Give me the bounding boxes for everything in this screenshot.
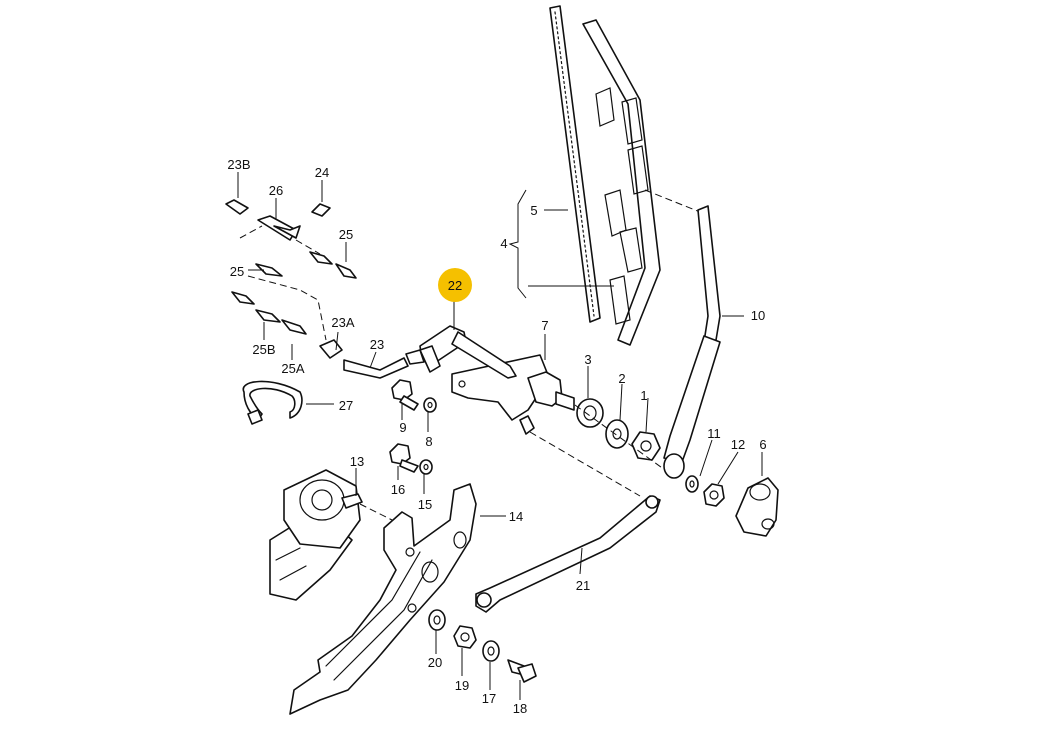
callout-21[interactable]: 21 <box>576 578 590 593</box>
callout-4[interactable]: 4 <box>500 236 507 251</box>
screw-16[interactable] <box>389 443 419 473</box>
motor-to-frame-dashed-line <box>359 503 393 521</box>
bolt-18[interactable] <box>507 659 537 683</box>
callout-23b[interactable]: 23B <box>227 157 250 172</box>
callout-25a[interactable]: 25A <box>281 361 304 376</box>
callout-13[interactable]: 13 <box>350 454 364 469</box>
callout-8[interactable]: 8 <box>425 434 432 449</box>
spindle-axis-dashed-line <box>574 404 666 471</box>
hose-clamp[interactable] <box>242 380 303 425</box>
callout-17[interactable]: 17 <box>482 691 496 706</box>
washer-2[interactable] <box>605 419 629 449</box>
bracket-4 <box>508 189 527 299</box>
callout-25b[interactable]: 25B <box>252 342 275 357</box>
spindle-bearing-bracket[interactable] <box>451 354 575 435</box>
washer-8[interactable] <box>423 397 437 413</box>
wiper-motor[interactable] <box>269 469 363 601</box>
callout-10[interactable]: 10 <box>751 308 765 323</box>
callout-2[interactable]: 2 <box>618 371 625 386</box>
wiper-blade[interactable] <box>549 5 661 346</box>
callout-23a[interactable]: 23A <box>331 315 354 330</box>
callout-26[interactable]: 26 <box>269 183 283 198</box>
callout-5[interactable]: 5 <box>530 203 537 218</box>
spindle-lever-22[interactable] <box>405 325 517 379</box>
leader-lines <box>237 172 763 700</box>
callout-labels: 22 1 2 3 4 5 6 7 8 9 10 11 12 13 14 15 1… <box>227 157 766 716</box>
callout-23[interactable]: 23 <box>370 337 384 352</box>
hex-nut-12[interactable] <box>703 483 725 507</box>
wiper-arm[interactable] <box>663 205 721 479</box>
callout-18[interactable]: 18 <box>513 701 527 716</box>
callout-25-left[interactable]: 25 <box>230 264 244 279</box>
nut-19[interactable] <box>453 625 477 649</box>
callout-9[interactable]: 9 <box>399 420 406 435</box>
washer-20[interactable] <box>428 609 446 631</box>
washer-hose-assembly[interactable] <box>225 199 409 379</box>
callout-19[interactable]: 19 <box>455 678 469 693</box>
washer-17[interactable] <box>482 640 500 662</box>
callout-3[interactable]: 3 <box>584 352 591 367</box>
callout-24[interactable]: 24 <box>315 165 329 180</box>
highlight-circle <box>438 268 472 302</box>
link-rod[interactable] <box>475 495 661 613</box>
callout-15[interactable]: 15 <box>418 497 432 512</box>
wiper-arm-cap[interactable] <box>735 477 779 537</box>
callout-7[interactable]: 7 <box>541 318 548 333</box>
screw-9[interactable] <box>391 379 419 411</box>
callout-22[interactable]: 22 <box>448 278 462 293</box>
callout-14[interactable]: 14 <box>509 509 523 524</box>
callout-1[interactable]: 1 <box>640 388 647 403</box>
callout-27[interactable]: 27 <box>339 398 353 413</box>
washer-15[interactable] <box>419 459 433 475</box>
callout-12[interactable]: 12 <box>731 437 745 452</box>
callout-16[interactable]: 16 <box>391 482 405 497</box>
callout-25-top[interactable]: 25 <box>339 227 353 242</box>
mounting-frame[interactable] <box>289 483 477 715</box>
hex-nut-1[interactable] <box>631 431 661 461</box>
callout-20[interactable]: 20 <box>428 655 442 670</box>
blade-to-arm-dashed-line <box>644 189 701 213</box>
callout-6[interactable]: 6 <box>759 437 766 452</box>
callout-11[interactable]: 11 <box>707 426 721 441</box>
grommet-3[interactable] <box>576 398 604 428</box>
washer-11[interactable] <box>685 475 699 493</box>
